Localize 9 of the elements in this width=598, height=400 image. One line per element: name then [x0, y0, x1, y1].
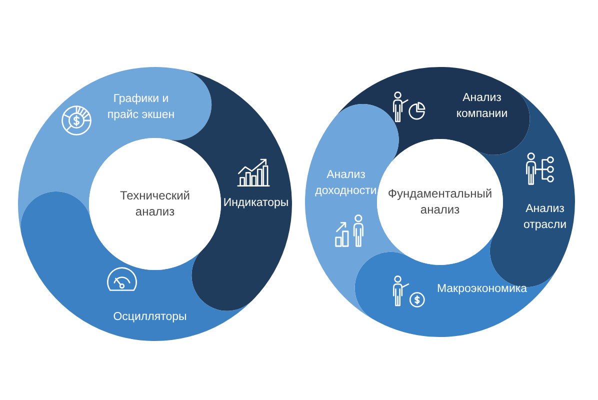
- segment-label: Осцилляторы: [113, 310, 187, 326]
- segment-label: Анализ компании: [456, 91, 508, 122]
- center-label: Фундаментальный анализ: [388, 186, 492, 218]
- segment-label: Анализ доходности: [314, 168, 378, 199]
- segment-label: Макроэкономика: [436, 282, 528, 298]
- segment-label: Анализ отрасли: [523, 202, 567, 233]
- center-label: Технический анализ: [120, 188, 190, 220]
- segment-label: Графики и прайс экшен: [106, 92, 176, 123]
- segment-label: Индикаторы: [223, 196, 289, 212]
